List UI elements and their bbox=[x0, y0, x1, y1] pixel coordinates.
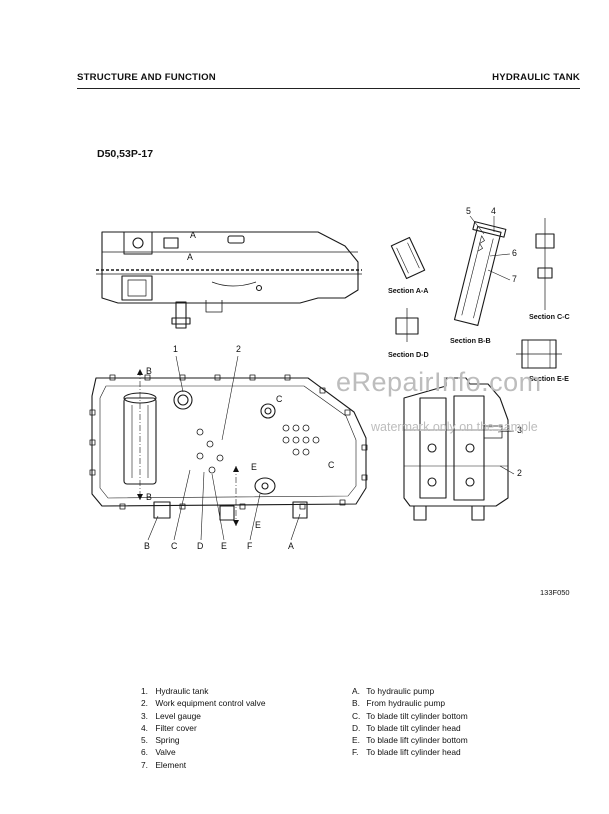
port-letter-e: E bbox=[221, 541, 227, 551]
callout-2-end: 2 bbox=[517, 468, 522, 478]
callout-6: 6 bbox=[512, 248, 517, 258]
callout-5: 5 bbox=[466, 206, 471, 216]
page-header: STRUCTURE AND FUNCTION HYDRAULIC TANK bbox=[77, 70, 580, 89]
port-letter-b: B bbox=[144, 541, 150, 551]
section-mark-e-top: E bbox=[251, 462, 257, 472]
port-letter-c: C bbox=[171, 541, 178, 551]
section-c-c-label: Section C-C bbox=[529, 312, 570, 321]
section-mark-a-lower: A bbox=[187, 252, 193, 262]
section-mark-c-top: C bbox=[276, 394, 283, 404]
section-mark-c-right: C bbox=[328, 460, 335, 470]
section-mark-b-bottom: B bbox=[146, 492, 152, 502]
callout-7: 7 bbox=[512, 274, 517, 284]
callout-1: 1 bbox=[173, 344, 178, 354]
port-letter-a: A bbox=[288, 541, 294, 551]
section-mark-b-top: B bbox=[146, 366, 152, 376]
legend-item: 6. Valve bbox=[141, 747, 176, 758]
callout-4: 4 bbox=[491, 206, 496, 216]
legend-item: 4. Filter cover bbox=[141, 722, 197, 733]
model-label: D50,53P-17 bbox=[97, 148, 154, 160]
legend-lettered: A. To hydraulic pump B. From hydraulic p… bbox=[352, 685, 468, 759]
legend-item: C. To blade tilt cylinder bottom bbox=[352, 710, 468, 721]
port-letter-d: D bbox=[197, 541, 204, 551]
legend-item: 2. Work equipment control valve bbox=[141, 698, 266, 709]
watermark-domain: eRepairInfo.com bbox=[336, 367, 542, 397]
legend-item: F. To blade lift cylinder head bbox=[352, 747, 461, 758]
section-b-b-label: Section B-B bbox=[450, 336, 491, 345]
legend-item: E. To blade lift cylinder bottom bbox=[352, 735, 468, 746]
legend-item: B. From hydraulic pump bbox=[352, 698, 445, 709]
section-mark-e-bottom: E bbox=[255, 520, 261, 530]
legend-item: 7. Element bbox=[141, 759, 187, 770]
port-letter-f: F bbox=[247, 541, 253, 551]
legend-item: 3. Level gauge bbox=[141, 710, 201, 721]
section-title: STRUCTURE AND FUNCTION bbox=[77, 72, 216, 83]
legend-item: A. To hydraulic pump bbox=[352, 686, 435, 696]
legend-item: 1. Hydraulic tank bbox=[141, 686, 209, 696]
section-d-d-label: Section D-D bbox=[388, 350, 429, 359]
legend-item: 5. Spring bbox=[141, 735, 180, 746]
callout-2-plan: 2 bbox=[236, 344, 241, 354]
chapter-title: HYDRAULIC TANK bbox=[492, 72, 580, 83]
section-a-a-label: Section A-A bbox=[388, 286, 429, 295]
legend-item: D. To blade tilt cylinder head bbox=[352, 722, 461, 733]
figure-code: 133F050 bbox=[540, 588, 570, 597]
legend-numbered: 1. Hydraulic tank 2. Work equipment cont… bbox=[141, 685, 266, 771]
callout-3: 3 bbox=[517, 425, 522, 435]
watermark-notice: watermark only on the sample bbox=[371, 420, 538, 434]
section-mark-a-top: A bbox=[190, 230, 196, 240]
section-e-e-label: Section E-E bbox=[529, 374, 569, 383]
